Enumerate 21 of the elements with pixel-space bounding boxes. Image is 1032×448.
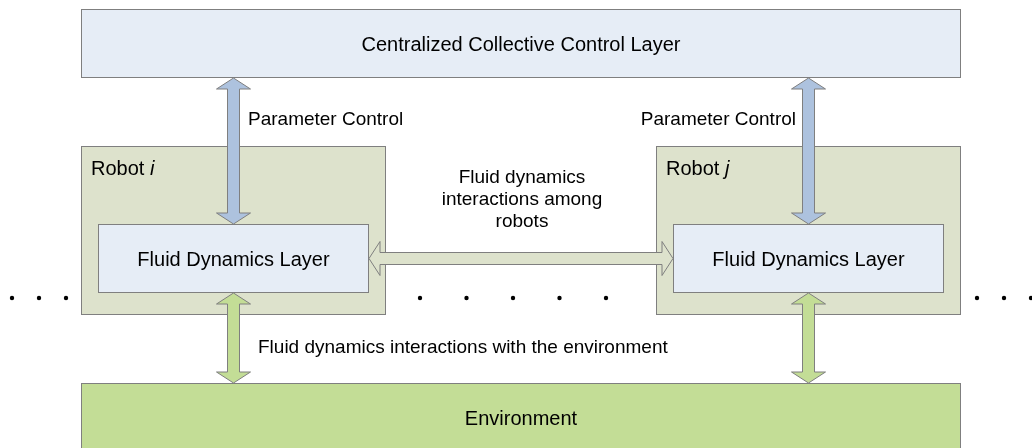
layer-box (98, 224, 369, 293)
robot-title: Robot i (91, 156, 155, 181)
layer-title: Environment (464, 406, 578, 431)
block-arrow (791, 77, 826, 225)
edge-label: Parameter Control (248, 108, 405, 130)
block-arrow (368, 241, 674, 276)
interaction-label: Fluid dynamics interactions with the environment (258, 336, 669, 358)
block-arrow (216, 77, 251, 225)
robot-box (656, 146, 961, 315)
environment-box (81, 383, 961, 448)
robot-box (81, 146, 386, 315)
layer-title: Fluid Dynamics Layer (137, 246, 330, 272)
robot-title: Robot j (666, 156, 730, 181)
layer-title: Fluid Dynamics Layer (712, 246, 905, 272)
layer-title: Centralized Collective Control Layer (361, 31, 681, 57)
edge-label: Fluid dynamics interactions among robots (440, 166, 604, 232)
layer-box (81, 9, 961, 78)
block-arrow (791, 292, 826, 384)
layer-box (673, 224, 944, 293)
block-arrow (216, 292, 251, 384)
edge-label: Parameter Control (639, 108, 796, 130)
